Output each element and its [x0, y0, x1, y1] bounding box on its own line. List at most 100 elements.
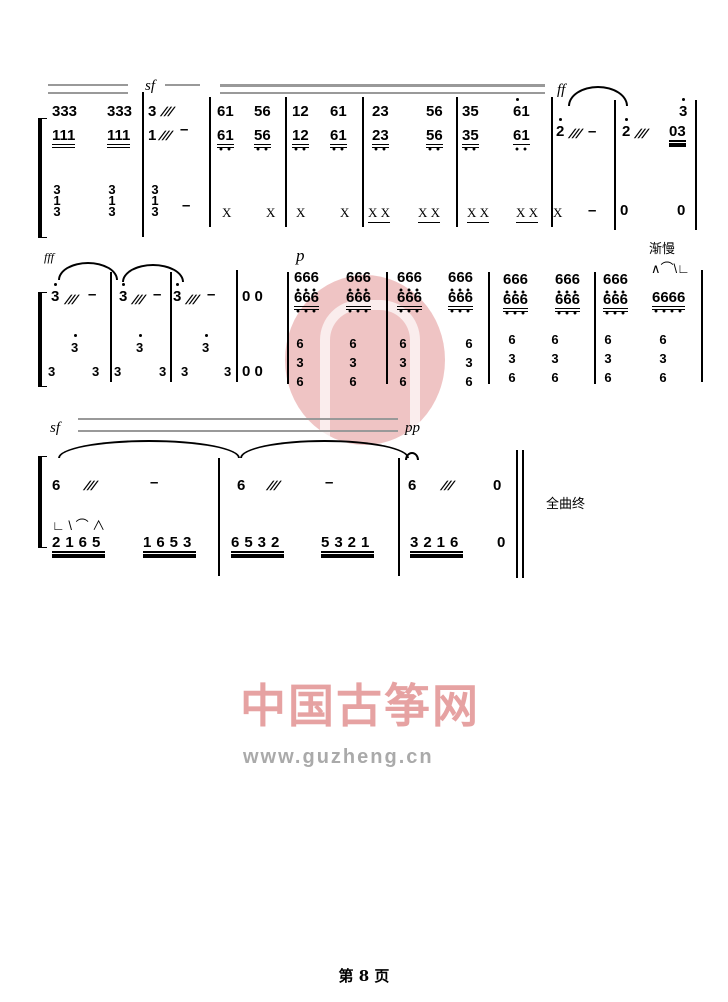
bar-line: [701, 270, 703, 382]
bass-note: 3: [159, 364, 167, 379]
bar-line: [236, 270, 238, 382]
bar-line: [488, 272, 490, 384]
dynamic-fff: fff: [44, 250, 55, 264]
rest: 0: [497, 534, 506, 551]
note: 6: [52, 477, 61, 494]
x-mark: X: [266, 205, 276, 220]
chord-top: 666: [555, 271, 581, 294]
bar-line: [594, 272, 596, 384]
dash: –: [150, 474, 159, 491]
x-mark: X: [340, 205, 350, 220]
note: 61: [513, 127, 530, 151]
bar-line: [551, 97, 553, 227]
note-group: 1653: [143, 535, 197, 558]
note: 56: [254, 128, 271, 151]
chord-top: 666: [397, 269, 423, 292]
note: 61: [330, 103, 347, 120]
watermark-title: 中国古筝网: [240, 680, 480, 732]
bass-chord: 3 1 3: [108, 182, 116, 219]
bar-line: [456, 97, 458, 227]
tremolo-mark: ///: [439, 478, 456, 493]
note: 56: [254, 103, 271, 120]
decrescendo-hairpin: [48, 92, 128, 94]
bass-chord: 6 3 6: [551, 332, 559, 385]
dynamic-sf: sf: [145, 78, 156, 94]
tempo-marking: 渐慢: [649, 241, 676, 256]
dash: –: [325, 474, 334, 491]
bass-note: 3: [224, 364, 232, 379]
note: 56: [426, 128, 443, 151]
dynamic-pp: pp: [405, 420, 420, 436]
page-number: 第 8 页: [338, 967, 390, 985]
note: 61: [217, 103, 234, 120]
bass-chord: 3 1 3: [151, 182, 159, 219]
note: 111: [107, 128, 131, 148]
bass-chord: 6 3 6: [349, 336, 357, 389]
x-mark: X: [296, 205, 306, 220]
dash: –: [182, 197, 191, 214]
bass-note: 3: [181, 364, 189, 379]
note-group: 2165: [52, 535, 106, 558]
decrescendo-hairpin: [78, 430, 398, 432]
slur: [122, 264, 184, 282]
dash: –: [588, 202, 597, 219]
note: 1: [148, 127, 157, 144]
note: 2: [556, 118, 565, 140]
tremolo-mark: ///: [265, 478, 282, 493]
note: 6: [237, 477, 246, 494]
bar-line: [287, 272, 289, 384]
bar-line: [209, 97, 211, 227]
bar-line: [362, 97, 364, 227]
dash: –: [207, 286, 216, 303]
bar-line: [695, 100, 697, 230]
fingering-marks: ∧⌒\∟: [651, 261, 690, 276]
note: 333: [107, 103, 133, 120]
bar-line: [614, 100, 616, 230]
crescendo-hairpin: [220, 92, 545, 94]
bass-note: 3: [114, 364, 122, 379]
bar-line: [398, 458, 400, 576]
bar-line: [386, 272, 388, 384]
final-bar-line: [516, 450, 518, 578]
fermata: [405, 452, 419, 460]
note: 61: [330, 128, 347, 151]
tremolo-mark: ///: [130, 292, 147, 307]
note: 3: [173, 283, 182, 305]
chord-top: 666: [346, 269, 372, 292]
note-group: 3216: [410, 535, 464, 558]
note: 35: [462, 103, 479, 120]
bass-chord: 6 3 6: [604, 332, 612, 385]
chord-bottom: 666: [346, 290, 372, 313]
end-text: 全曲终: [546, 496, 586, 511]
note: 3: [51, 283, 60, 305]
x-mark-pair: X X: [418, 205, 441, 223]
x-mark-pair: X X: [368, 205, 391, 223]
bar-line: [285, 97, 287, 227]
x-mark: X: [553, 205, 563, 220]
bass-note: 3: [48, 364, 56, 379]
chord-bottom: 666: [603, 292, 629, 315]
watermark-logo-inner: [320, 300, 420, 450]
dash: –: [88, 286, 97, 303]
note: 111: [52, 128, 76, 148]
staff-bracket: [38, 292, 47, 387]
bar-line: [142, 92, 144, 237]
bar-line: [110, 272, 112, 382]
staff-bracket: [38, 118, 47, 238]
note: 3: [119, 283, 128, 305]
bass-chord: 3 1 3: [53, 182, 61, 219]
rest: 0: [620, 202, 629, 219]
slur: [58, 440, 240, 458]
chord-bottom: 666: [555, 292, 581, 315]
note: 12: [292, 128, 309, 151]
bass-note: 3: [92, 364, 100, 379]
rests: 0 0: [242, 288, 263, 305]
tremolo-mark: ///: [567, 126, 584, 141]
dynamic-sf: sf: [50, 420, 61, 436]
note-group: 6532: [231, 535, 285, 558]
chord-bottom: 666: [294, 290, 320, 313]
note: 23: [372, 103, 389, 120]
watermark-url: www.guzheng.cn: [243, 746, 434, 768]
fingering-marks: ∟ \ ⌒ ∧: [52, 518, 106, 533]
bass-chord: 6 3 6: [659, 332, 667, 385]
